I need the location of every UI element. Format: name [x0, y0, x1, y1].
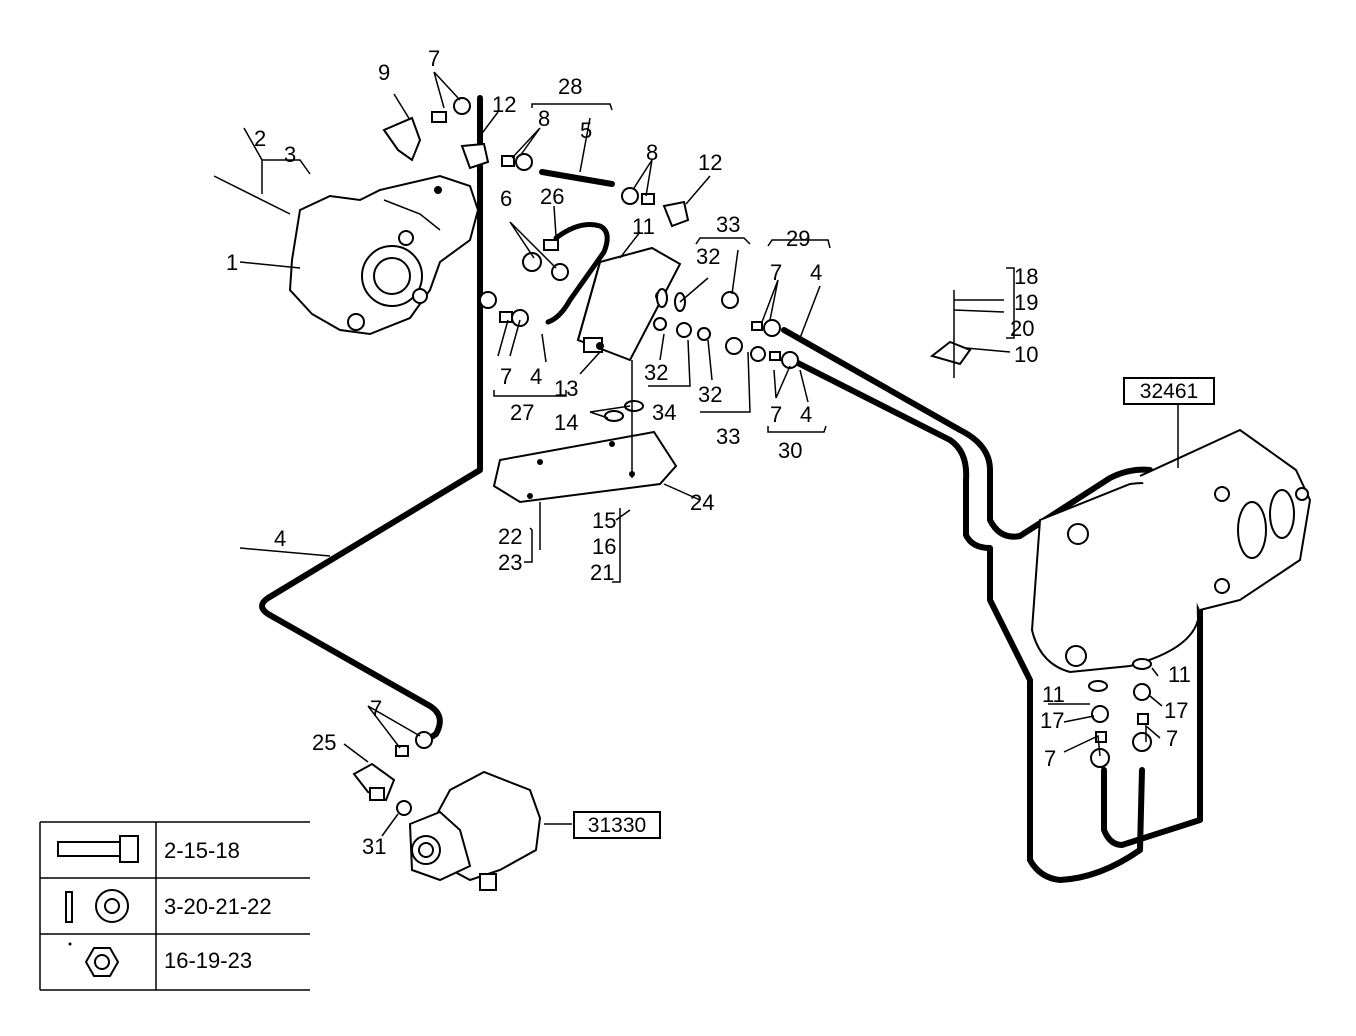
- callout-32-bottom: 32: [698, 382, 722, 407]
- callout-10: 10: [1014, 342, 1038, 367]
- pipe-4-lower: [789, 357, 1145, 883]
- pipe-26: [545, 222, 610, 325]
- callout-34: 34: [652, 400, 676, 425]
- pipe-4-main: [259, 95, 483, 745]
- callout-7-pump-left: 7: [1044, 746, 1056, 771]
- callout-13: 13: [554, 376, 578, 401]
- callout-4-main: 4: [274, 526, 286, 551]
- legend-row-washer-text: 3-20-21-22: [164, 894, 272, 919]
- callout-28: 28: [558, 74, 582, 99]
- nut-icon: [68, 942, 120, 977]
- callout-5: 5: [580, 118, 592, 143]
- callout-27: 27: [510, 400, 534, 425]
- ref-box-valve: [573, 811, 661, 839]
- callout-7-upper: 7: [770, 260, 782, 285]
- callout-19: 19: [1014, 290, 1038, 315]
- callout-16: 16: [592, 534, 616, 559]
- gear-pump-1: [288, 174, 480, 336]
- callout-3: 3: [284, 142, 296, 167]
- callout-8-right: 8: [646, 140, 658, 165]
- callout-2: 2: [254, 126, 266, 151]
- pipe-return: [1101, 517, 1203, 848]
- callout-14: 14: [554, 410, 578, 435]
- leader-lines: [213, 71, 1179, 837]
- washer-icon: [65, 889, 129, 923]
- bolt-icon: [57, 835, 139, 863]
- callout-8-left: 8: [538, 106, 550, 131]
- pipe-4-upper: [781, 327, 1153, 540]
- callout-15: 15: [592, 508, 616, 533]
- callout-12-left: 12: [492, 92, 516, 117]
- pump-32461: [1030, 428, 1312, 674]
- legend-row-nut-text: 16-19-23: [164, 948, 252, 973]
- callout-7-valve: 7: [370, 696, 382, 721]
- valve-block-13: [576, 246, 682, 362]
- callout-17-left: 17: [1040, 708, 1064, 733]
- callout-7-pump-right: 7: [1166, 726, 1178, 751]
- callout-24: 24: [690, 490, 714, 515]
- callout-7-left: 7: [500, 364, 512, 389]
- callout-12-right: 12: [698, 150, 722, 175]
- callout-29: 29: [786, 226, 810, 251]
- callout-4-upper: 4: [810, 260, 822, 285]
- reference-boxes: 32461 31330: [573, 377, 1215, 839]
- pipes: [259, 95, 1203, 883]
- callout-32-mid: 32: [644, 360, 668, 385]
- valve-31330: [352, 762, 542, 891]
- legend-table: 2-15-18 3-20-21-22 16-19-23: [39, 821, 310, 991]
- callout-33-bottom: 33: [716, 424, 740, 449]
- callout-23: 23: [498, 550, 522, 575]
- callout-numbers: 1 2 3 4 4 4 4 5 6 7 7 7 7 7 7 7 8 8 9 10…: [226, 46, 1191, 859]
- callout-4-lower: 4: [800, 402, 812, 427]
- callout-18: 18: [1014, 264, 1038, 289]
- callout-7-lower: 7: [770, 402, 782, 427]
- callout-31: 31: [362, 834, 386, 859]
- callout-11-valve: 11: [632, 214, 655, 239]
- fittings: [369, 97, 1152, 816]
- callout-22: 22: [498, 524, 522, 549]
- callout-7-top: 7: [428, 46, 440, 71]
- ref-label-valve: 31330: [588, 814, 646, 837]
- callout-11-left: 11: [1042, 682, 1065, 707]
- pipe-5: [539, 169, 615, 187]
- callout-9: 9: [378, 60, 390, 85]
- callout-20: 20: [1010, 316, 1034, 341]
- ref-label-pump: 32461: [1140, 380, 1198, 403]
- callout-21: 21: [590, 560, 614, 585]
- callout-33-top: 33: [716, 212, 740, 237]
- ref-box-pump: [1123, 377, 1215, 405]
- callout-32-top: 32: [696, 244, 720, 269]
- callout-26: 26: [540, 184, 564, 209]
- mounting-plate-24: [492, 430, 678, 504]
- legend-row-bolt-text: 2-15-18: [164, 838, 240, 863]
- callout-6: 6: [500, 186, 512, 211]
- callout-4-left: 4: [530, 364, 542, 389]
- callout-17-right: 17: [1164, 698, 1188, 723]
- callout-1: 1: [226, 250, 238, 275]
- callout-11-right: 11: [1168, 662, 1191, 687]
- callout-30: 30: [778, 438, 802, 463]
- callout-25: 25: [312, 730, 336, 755]
